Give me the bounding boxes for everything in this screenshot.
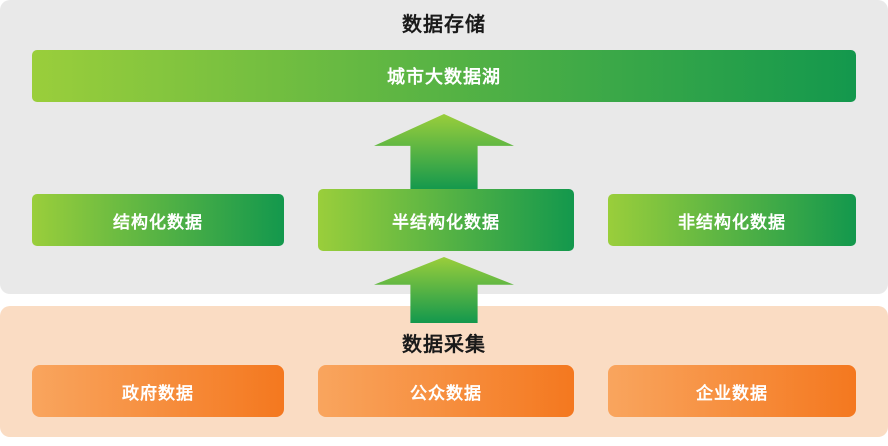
public-data-bar: 公众数据 bbox=[318, 365, 574, 417]
city-big-data-lake-label: 城市大数据湖 bbox=[387, 67, 501, 87]
enterprise-data-bar: 企业数据 bbox=[608, 365, 856, 417]
government-data-label: 政府数据 bbox=[122, 383, 194, 403]
structured-data-bar: 结构化数据 bbox=[32, 194, 284, 246]
public-data-label: 公众数据 bbox=[410, 383, 482, 403]
storage-section-title: 数据存储 bbox=[402, 14, 486, 36]
unstructured-data-label: 非结构化数据 bbox=[678, 212, 786, 232]
semi-structured-data-label: 半结构化数据 bbox=[392, 212, 500, 232]
semi-structured-data-bar: 半结构化数据 bbox=[318, 189, 574, 251]
government-data-bar: 政府数据 bbox=[32, 365, 284, 417]
enterprise-data-label: 企业数据 bbox=[696, 383, 768, 403]
city-big-data-lake-bar: 城市大数据湖 bbox=[32, 50, 856, 102]
collection-section-title: 数据采集 bbox=[402, 334, 486, 356]
structured-data-label: 结构化数据 bbox=[113, 212, 203, 232]
unstructured-data-bar: 非结构化数据 bbox=[608, 194, 856, 246]
